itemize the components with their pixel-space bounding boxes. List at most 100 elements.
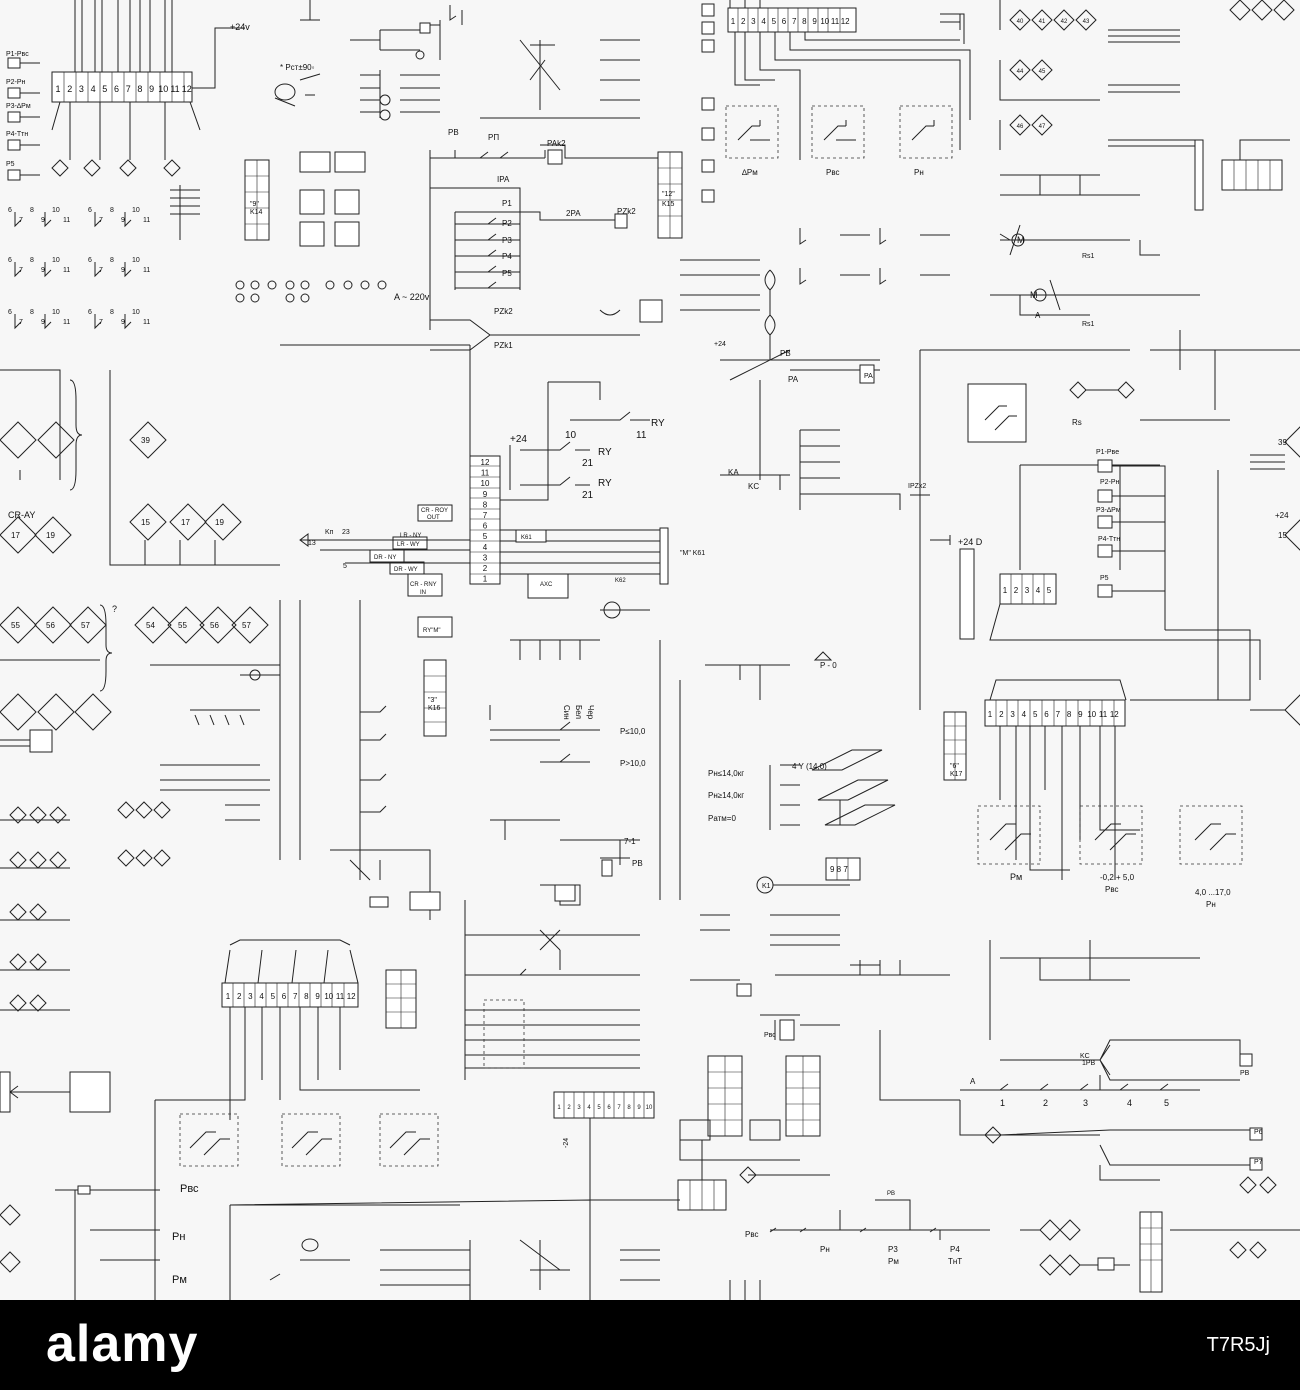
- n5b-label: 5: [1164, 1098, 1169, 1108]
- terminal-number: 3: [577, 1105, 581, 1111]
- pvs2-label: Pвс: [1105, 885, 1119, 894]
- pnb-label: Pн: [820, 1245, 830, 1254]
- bottom-labels-row: [769, 1227, 937, 1233]
- contact-number: 11: [143, 217, 150, 224]
- terminal-number: 1: [226, 992, 231, 1001]
- cray-label: CR-AY: [8, 510, 35, 520]
- d24-label: +24 D: [958, 537, 983, 547]
- k15-terminal-strip: [657, 151, 683, 239]
- terminal-number: 3: [1025, 586, 1030, 595]
- p3b-label: P3: [502, 236, 512, 245]
- terminal-number: 6: [782, 17, 787, 26]
- pvsb2-label: Pвс: [764, 1032, 776, 1039]
- m-label: M: [1017, 235, 1025, 245]
- p0-label: P - 0: [820, 661, 837, 670]
- contact-number: 8: [30, 207, 34, 214]
- k61-label: K61: [521, 535, 532, 541]
- terminal-number: 4: [1022, 710, 1027, 719]
- pv24b-label: +24: [714, 341, 726, 348]
- stock-footer-bar: alamy T7R5Jj: [0, 1300, 1300, 1390]
- terminal-number: 5: [271, 992, 276, 1001]
- terminal-number: 8: [304, 992, 309, 1001]
- pb4-label: PB: [1240, 1070, 1250, 1077]
- n56b-label: 56: [210, 621, 219, 630]
- n15-label: 15: [141, 518, 150, 527]
- pb3-label: PB: [632, 859, 643, 868]
- pa-label: PA: [864, 373, 873, 380]
- terminal-number: 4: [483, 543, 488, 552]
- kc-label: KC: [748, 482, 759, 491]
- pzk2b-label: PZk2: [494, 307, 513, 316]
- contact-number: 9: [41, 267, 45, 274]
- axc-label: AXC: [540, 582, 553, 588]
- terminal-number: 4: [1036, 586, 1041, 595]
- hex-number: 43: [1083, 19, 1090, 25]
- n2b-label: 2: [1043, 1098, 1048, 1108]
- contact-number: 7: [99, 217, 103, 224]
- top-left-terminal-block: [7, 0, 245, 240]
- image-id: T7R5Jj: [1206, 1334, 1270, 1356]
- mk61-label: "M" K61: [680, 550, 705, 557]
- n11-label: 11: [636, 430, 647, 441]
- terminal-number: 10: [820, 17, 829, 26]
- dpm-label: ∆Pм: [742, 168, 758, 177]
- contact-number: 10: [132, 309, 140, 316]
- terminal-number: 3: [1010, 710, 1015, 719]
- out-label: OUT: [427, 515, 440, 521]
- pn140b-label: Pн≥14,0кг: [708, 791, 744, 800]
- terminal-number: 3: [483, 553, 488, 562]
- terminal-number: 1: [731, 17, 736, 26]
- right-edge-diamonds: [1217, 426, 1300, 726]
- pb5-label: PB: [887, 1191, 895, 1197]
- n71-label: 7-1: [624, 837, 636, 846]
- contact-number: 9: [121, 217, 125, 224]
- p5r-label: P5: [1100, 575, 1109, 582]
- terminal-number: 6: [1044, 710, 1049, 719]
- n39-label: 39: [141, 436, 150, 445]
- terminal-number: 7: [792, 17, 797, 26]
- terminal-number: 3: [79, 84, 84, 94]
- contact-number: 7: [99, 267, 103, 274]
- terminal-number: 7: [617, 1105, 621, 1111]
- p5b-label: P5: [502, 269, 512, 278]
- terminal-number: 10: [1087, 710, 1096, 719]
- hex-number: 45: [1039, 69, 1046, 75]
- center-relay-ladder: [429, 144, 663, 351]
- minus24-label: -24: [563, 1138, 570, 1148]
- y140-label: 4 Y (14,0): [792, 762, 827, 771]
- contact-number: 7: [19, 217, 23, 224]
- kp-label: Kп: [325, 529, 334, 536]
- k16q-label: "3": [428, 697, 437, 704]
- p3r-label: P3-∆Pм: [1096, 507, 1121, 514]
- terminal-number: 5: [102, 84, 107, 94]
- n21b-label: 21: [582, 490, 594, 501]
- left-contact-grid: [14, 212, 132, 330]
- p100a-label: P≤10,0: [620, 727, 646, 736]
- contact-number: 6: [8, 309, 12, 316]
- p1pve-label: P1-Pвe: [1096, 449, 1119, 456]
- ry-label: RY: [651, 418, 665, 429]
- p4tht-label: P4: [950, 1245, 960, 1254]
- n55-label: 55: [11, 621, 20, 630]
- contact-number: 8: [110, 207, 114, 214]
- m2-label: M: [1030, 290, 1038, 300]
- sin-label: Син: [562, 705, 571, 720]
- center-pressure-switches: [489, 601, 681, 906]
- contact-number: 7: [19, 319, 23, 326]
- contact-number: 6: [88, 309, 92, 316]
- terminal-number: 6: [282, 992, 287, 1001]
- k15q-label: "12": [662, 191, 675, 198]
- terminal-number: 10: [158, 84, 168, 94]
- k17q-label: "6": [950, 763, 959, 770]
- terminal-number: 10: [646, 1105, 653, 1111]
- terminal-number: 4: [587, 1105, 591, 1111]
- contact-number: 11: [63, 217, 70, 224]
- terminal-number: 12: [347, 992, 356, 1001]
- pvsb-label: Pвс: [745, 1230, 759, 1239]
- contact-number: 11: [63, 319, 70, 326]
- rp-label: PП: [488, 133, 499, 142]
